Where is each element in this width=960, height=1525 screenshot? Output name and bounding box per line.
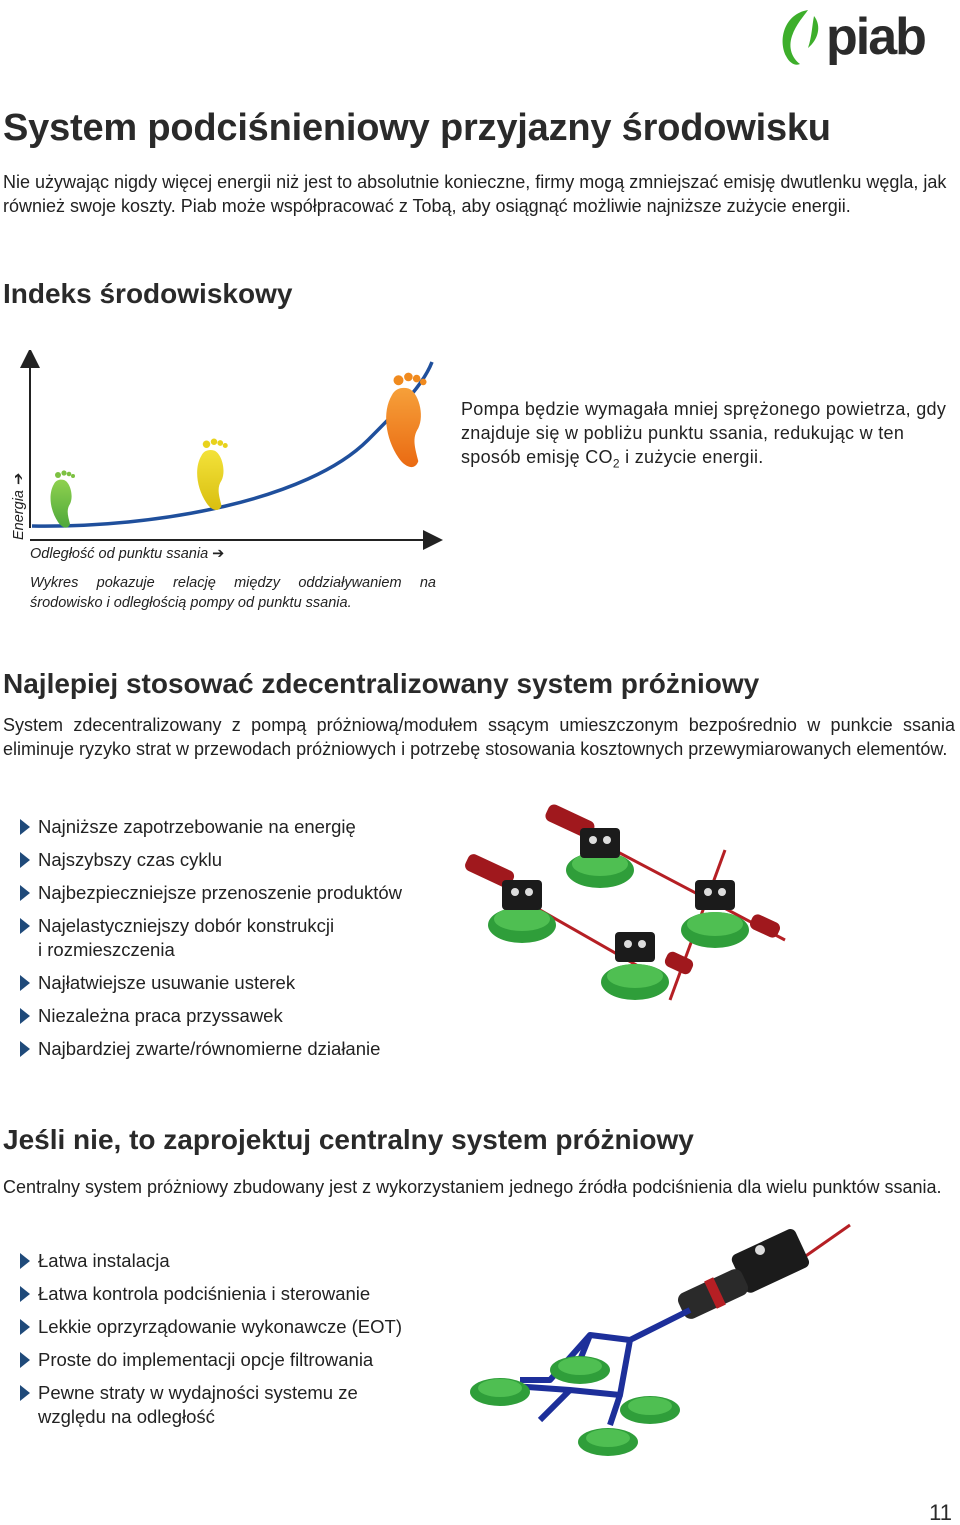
page-title: System podciśnieniowy przyjazny środowis… [3,107,831,149]
decentralized-system-illustration [465,804,786,1001]
chart-caption: Wykres pokazuje relację między oddziaływ… [30,575,436,611]
central-benefits-list: Łatwa instalacja Łatwa kontrola podciśni… [20,1249,402,1429]
footprint-yellow-icon [197,438,228,511]
list-item: Łatwa kontrola podciśnienia i sterowanie [20,1282,402,1306]
bullet-arrow-icon [20,1253,30,1269]
piab-logo-wordmark: piab [826,8,925,66]
decentral-benefits-list: Najniższe zapotrzebowanie na energię Naj… [20,815,402,1061]
list-item: Proste do implementacji opcje filtrowani… [20,1348,402,1372]
footprint-green-icon [50,470,75,528]
piab-logo-swoosh [782,10,808,65]
index-heading: Indeks środowiskowy [3,278,293,309]
bullet-arrow-icon [20,1041,30,1057]
vacuum-pump-module-2 [465,854,556,943]
list-item: Najbezpieczniejsze przenoszenie produktó… [20,881,402,905]
chart-note-text-end: i zużycie energii. [619,447,764,467]
piab-logo-swoosh-inner [808,16,819,48]
bullet-arrow-icon [20,1286,30,1302]
bullet-arrow-icon [20,1352,30,1368]
bullet-arrow-icon [20,885,30,901]
vacuum-pump-unit [677,1229,810,1319]
list-item: Najniższe zapotrzebowanie na energię [20,815,402,839]
centralized-system-illustration [470,1223,851,1456]
vacuum-pump-module-3 [681,880,781,948]
bullet-arrow-icon [20,819,30,835]
vacuum-pump-module-1 [545,804,634,888]
list-item: Łatwa instalacja [20,1249,402,1273]
footprint-orange-icon [386,372,427,468]
bullet-arrow-icon [20,852,30,868]
decentral-heading: Najlepiej stosować zdecentralizowany sys… [3,668,760,699]
list-item: Najbardziej zwarte/równomierne działanie [20,1037,402,1061]
x-axis-label: Odległość od punktu ssania ➔ [30,546,225,562]
intro-paragraph: Nie używając nigdy więcej energii niż je… [3,172,947,216]
piab-logo: piab [782,8,927,66]
bullet-arrow-icon [20,918,30,934]
bullet-arrow-icon [20,1319,30,1335]
decentral-paragraph: System zdecentralizowany z pompą próżnio… [3,715,955,759]
red-air-line [799,1223,851,1262]
bullet-arrow-icon [20,975,30,991]
list-item: Najszybszy czas cyklu [20,848,402,872]
suction-cup-1 [550,1356,610,1384]
suction-cup-4 [578,1428,638,1456]
y-axis-label: Energia ➔ [11,473,27,540]
list-item: Najłatwiejsze usuwanie usterek [20,971,402,995]
chart-note-text: Pompa będzie wymagała mniej sprężonego p… [461,399,947,467]
central-paragraph: Centralny system próżniowy zbudowany jes… [3,1177,942,1197]
suction-cup-3 [620,1396,680,1424]
page-number: 11 [929,1500,952,1525]
energy-curve [31,361,434,528]
bullet-arrow-icon [20,1008,30,1024]
vacuum-pump-module-4 [601,932,694,1000]
list-item: Lekkie oprzyrządowanie wykonawcze (EOT) [20,1315,402,1339]
environment-index-chart: Energia ➔ [11,350,443,550]
bullet-arrow-icon [20,1385,30,1401]
chart-note: Pompa będzie wymagała mniej sprężonego p… [461,397,956,476]
chart-note-subscript: 2 [612,456,620,471]
central-heading: Jeśli nie, to zaprojektuj centralny syst… [3,1124,694,1155]
list-item: Niezależna praca przyssawek [20,1004,402,1028]
suction-cup-2 [470,1378,530,1406]
